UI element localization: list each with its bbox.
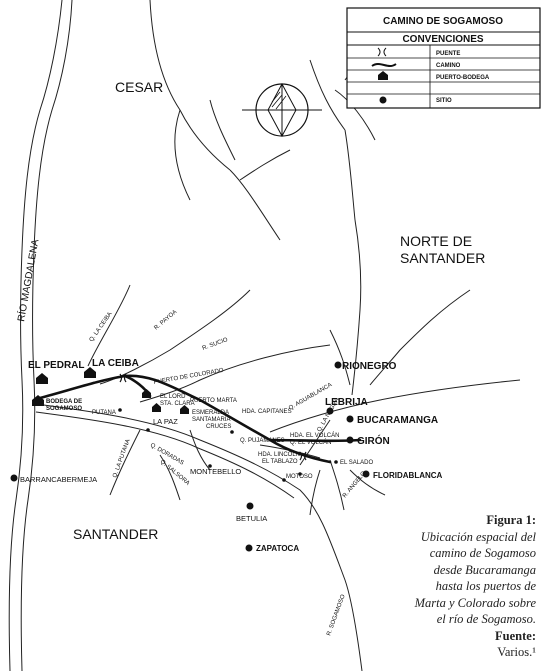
- place-sta-clara: STA. CLARA: [160, 401, 195, 407]
- river-label-payoa: R. PAYOA: [153, 309, 178, 331]
- place-bodega-line2: SOGAMOSO: [46, 406, 82, 412]
- river-label-la-ceiba: Q. LA CEIBA: [89, 311, 114, 343]
- place-esmeralda: ESMERALDA: [192, 410, 229, 416]
- caption-source-label: Fuente:: [495, 628, 536, 643]
- river-label-sogamoso: R. SOGAMOSO: [326, 594, 347, 637]
- caption-line-2: camino de Sogamoso: [429, 546, 536, 560]
- road-icon: [371, 63, 397, 67]
- legend-title: CAMINO DE SOGAMOSO: [383, 16, 503, 27]
- place-giron: GIRÓN: [357, 434, 390, 447]
- place-bucaramanga: BUCARAMANGA: [357, 415, 438, 426]
- caption-line-5: Marta y Colorado sobre: [414, 595, 536, 610]
- river-label-sucio: R. SUCIO: [202, 337, 229, 352]
- place-zapatoca: ZAPATOCA: [256, 544, 299, 553]
- compass-rose-icon: [242, 82, 322, 138]
- place-montebello: MONTEBELLO: [190, 467, 241, 476]
- river-label-salsora: Q. SALSORA: [159, 459, 191, 487]
- site-dot-icon: [379, 96, 387, 104]
- caption-source: Varios.¹: [497, 645, 536, 659]
- place-el-salado: EL SALADO: [340, 460, 373, 466]
- figure-caption: Figura 1: Ubicación espacial del camino …: [346, 512, 536, 661]
- place-el-tablazo: EL TABLAZO: [262, 459, 298, 465]
- place-santamaria: SANTAMARIA: [192, 417, 231, 423]
- place-q-el-volcan: Q. EL VOLCÁN: [290, 439, 331, 446]
- port-markers: [32, 367, 189, 414]
- legend-item-port: PUERTO-BODEGA: [436, 75, 490, 81]
- place-betulia: BETULIA: [236, 514, 267, 523]
- place-el-lord: EL LORD: [160, 394, 186, 400]
- bridge-markers: [119, 373, 307, 461]
- place-floridablanca: FLORIDABLANCA: [373, 471, 443, 480]
- region-cesar: CESAR: [115, 79, 163, 95]
- place-hda-el-volcan: HDA. EL VOLCÁN: [290, 432, 339, 439]
- legend: CAMINO DE SOGAMOSO CONVENCIONES PUENTE C…: [346, 7, 541, 109]
- caption-line-3: desde Bucaramanga: [433, 562, 536, 577]
- caption-line-4: hasta los puertos de: [435, 579, 536, 593]
- bridge-icon: [377, 47, 387, 57]
- river-label-magdalena: RÍO MAGDALENA: [14, 238, 41, 323]
- legend-item-road: CAMINO: [436, 63, 461, 69]
- place-bodega-line1: BODEGA DE: [46, 399, 82, 405]
- place-q-pujamanes: Q. PUJAMANES: [240, 438, 285, 444]
- place-puerto-colorado: PUERTO DE COLORADO: [153, 368, 224, 386]
- region-santander: SANTANDER: [73, 526, 158, 542]
- place-motoso: MOTOSO: [286, 474, 313, 480]
- place-rionegro: RIONEGRO: [342, 361, 397, 372]
- caption-figure-number: Figura 1:: [486, 513, 536, 527]
- place-barrancabermeja: BARRANCABERMEJA: [20, 475, 97, 484]
- caption-line-6: el río de Sogamoso.: [436, 612, 536, 626]
- region-norte-line2: SANTANDER: [400, 250, 485, 266]
- site-markers: [10, 361, 370, 552]
- place-la-ceiba: LA CEIBA: [92, 358, 139, 369]
- place-lebrija: LEBRIJA: [325, 397, 368, 408]
- magdalena-river: [8, 0, 73, 671]
- place-el-pedral: EL PEDRAL: [28, 360, 85, 371]
- place-hda-capitanes: HDA. CAPITANES: [242, 409, 292, 415]
- region-norte-line1: NORTE DE: [400, 233, 472, 249]
- caption-line-1: Ubicación espacial del: [420, 529, 536, 544]
- port-warehouse-icon: [378, 71, 388, 80]
- legend-item-bridge: PUENTE: [436, 51, 460, 57]
- place-putana: PUTANA: [92, 410, 116, 416]
- place-la-paz: LA PAZ: [153, 417, 178, 426]
- place-puerto-marta: PUERTO MARTA: [190, 398, 237, 404]
- river-label-putana: Q. LA PUTANA: [112, 439, 132, 479]
- legend-subtitle: CONVENCIONES: [402, 34, 483, 45]
- place-hda-lincoln: HDA. LINCOLN: [258, 452, 300, 458]
- legend-item-site: SITIO: [436, 98, 452, 104]
- place-cruces: CRUCES: [206, 424, 231, 430]
